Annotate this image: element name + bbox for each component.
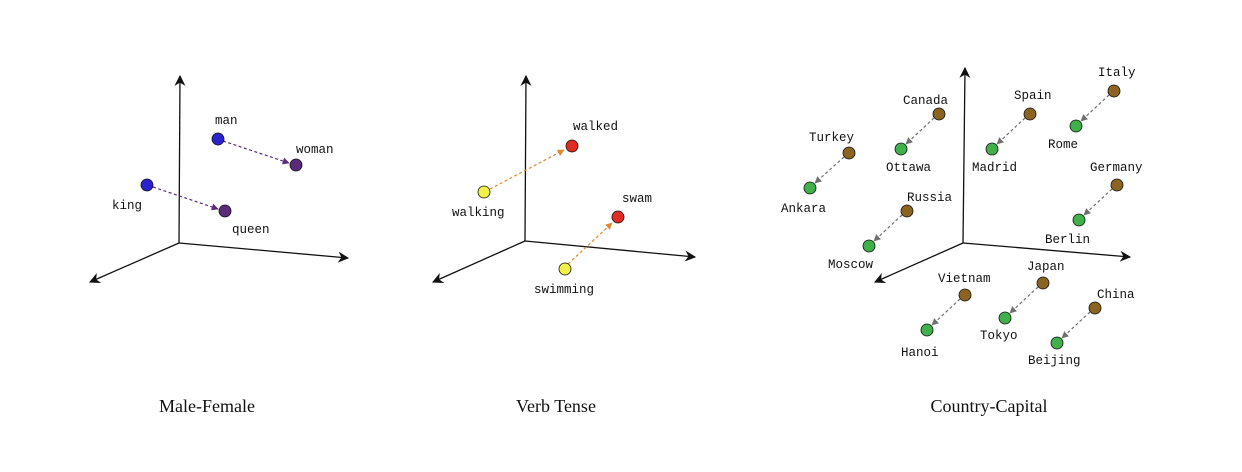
label-ankara: Ankara	[781, 202, 827, 216]
label-king: king	[112, 199, 142, 213]
panel-title-country-capital: Country-Capital	[931, 396, 1048, 416]
point-hanoi	[920, 323, 934, 337]
point-queen	[218, 204, 232, 218]
z-axis	[873, 242, 964, 284]
point-spain	[1023, 107, 1037, 121]
point-berlin	[1072, 213, 1086, 227]
point-woman	[289, 158, 303, 172]
label-vietnam: Vietnam	[938, 272, 991, 286]
point-italy	[1107, 84, 1121, 98]
label-ottawa: Ottawa	[886, 161, 932, 175]
label-japan: Japan	[1027, 260, 1065, 274]
arrow-vietnam-to-hanoi	[931, 298, 961, 326]
y-axis	[174, 74, 186, 244]
point-man	[211, 132, 225, 146]
label-hanoi: Hanoi	[901, 346, 939, 360]
label-beijing: Beijing	[1028, 354, 1081, 368]
arrow-japan-to-tokyo	[1009, 286, 1039, 314]
arrow-man-to-woman	[222, 140, 290, 165]
label-turkey: Turkey	[809, 131, 855, 145]
label-russia: Russia	[907, 191, 953, 205]
label-spain: Spain	[1014, 89, 1052, 103]
y-axis	[520, 74, 532, 242]
point-vietnam	[958, 288, 972, 302]
axes	[88, 74, 350, 284]
point-ankara	[803, 181, 817, 195]
label-swam: swam	[622, 192, 652, 206]
label-swimming: swimming	[534, 283, 594, 297]
panel-title-verb-tense: Verb Tense	[516, 396, 596, 416]
label-rome: Rome	[1048, 138, 1078, 152]
label-china: China	[1097, 288, 1135, 302]
arrow-swimming-to-swam	[567, 222, 613, 265]
point-rome	[1069, 119, 1083, 133]
arrow-walking-to-walked	[489, 149, 565, 190]
x-axis	[962, 242, 1132, 262]
arrow-canada-to-ottawa	[905, 117, 935, 145]
label-canada: Canada	[903, 94, 949, 108]
point-walked	[565, 139, 579, 153]
label-walking: walking	[452, 206, 505, 220]
panel-country-capital: Turkey Ankara Canada Ottawa Spain Madrid…	[781, 66, 1143, 416]
y-axis	[959, 66, 971, 244]
label-man: man	[215, 114, 238, 128]
arrow-germany-to-berlin	[1083, 188, 1113, 216]
point-tokyo	[998, 311, 1012, 325]
arrow-italy-to-rome	[1080, 94, 1110, 122]
point-china	[1088, 301, 1102, 315]
label-woman: woman	[296, 143, 334, 157]
point-germany	[1110, 178, 1124, 192]
label-germany: Germany	[1090, 161, 1143, 175]
label-queen: queen	[232, 223, 270, 237]
label-italy: Italy	[1098, 66, 1136, 80]
point-japan	[1036, 276, 1050, 290]
x-axis	[178, 242, 350, 263]
label-moscow: Moscow	[828, 258, 874, 272]
point-madrid	[985, 142, 999, 156]
z-axis	[88, 242, 180, 284]
point-canada	[932, 107, 946, 121]
arrow-turkey-to-ankara	[814, 156, 845, 184]
panel-title-male-female: Male-Female	[159, 396, 255, 416]
label-tokyo: Tokyo	[980, 329, 1018, 343]
label-walked: walked	[573, 120, 618, 134]
point-beijing	[1050, 336, 1064, 350]
arrow-king-to-queen	[152, 186, 219, 211]
point-turkey	[842, 146, 856, 160]
point-king	[140, 178, 154, 192]
point-russia	[900, 204, 914, 218]
arrow-china-to-beijing	[1061, 311, 1091, 339]
point-walking	[477, 185, 491, 199]
panel-male-female: man woman king queen Male-Female	[88, 74, 350, 416]
z-axis	[431, 240, 526, 283]
arrow-spain-to-madrid	[996, 117, 1026, 145]
x-axis	[524, 240, 697, 262]
arrow-russia-to-moscow	[873, 214, 903, 242]
label-madrid: Madrid	[972, 161, 1017, 175]
point-moscow	[862, 239, 876, 253]
point-swimming	[558, 262, 572, 276]
axes	[431, 74, 697, 283]
panel-verb-tense: walking walked swimming swam Verb Tense	[431, 74, 697, 416]
point-swam	[611, 210, 625, 224]
label-berlin: Berlin	[1045, 233, 1090, 247]
point-ottawa	[894, 142, 908, 156]
axes	[873, 66, 1132, 284]
